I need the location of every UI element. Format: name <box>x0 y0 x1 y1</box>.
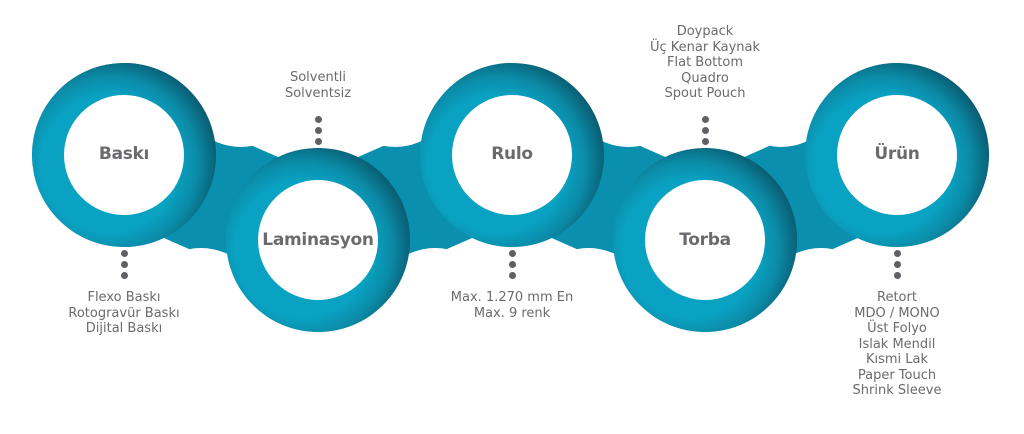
info-item: Kısmi Lak <box>865 352 929 367</box>
connector-cutout <box>566 23 691 147</box>
info-item: Spout Pouch <box>664 86 746 101</box>
node-label-rulo: Rulo <box>491 144 533 164</box>
ring-inner-laminasyon <box>258 180 378 300</box>
ring-inner-torba <box>645 180 765 300</box>
connector-cutout <box>526 248 651 372</box>
info-item: Islak Mendil <box>858 336 936 352</box>
connector-cutout <box>719 23 843 147</box>
info-item: Max. 9 renk <box>473 305 551 321</box>
connector-cutout <box>333 23 457 147</box>
info-item: Shrink Sleeve <box>852 383 942 398</box>
dots-connector-urun <box>893 250 901 283</box>
info-list-laminasyon: Solventli Solventsiz <box>208 70 428 101</box>
node-label-torba: Torba <box>679 230 731 250</box>
info-item: Rotogravür Baskı <box>68 305 180 321</box>
node-label-laminasyon: Laminasyon <box>262 230 374 250</box>
dots-connector-rulo <box>508 250 516 283</box>
info-item: Quadro <box>681 70 729 86</box>
ring-inner-urun <box>837 95 957 215</box>
info-item: Flexo Baskı <box>87 290 161 305</box>
dots-connector-laminasyon <box>314 116 322 149</box>
info-list-baski: Flexo Baskı Rotogravür Baskı Dijital Bas… <box>14 290 234 337</box>
connector-cutout <box>759 248 883 372</box>
info-item: MDO / MONO <box>854 305 940 321</box>
info-list-torba: Doypack Üç Kenar Kaynak Flat Bottom Quad… <box>595 24 815 102</box>
info-item: Max. 1.270 mm En <box>450 290 574 305</box>
info-item: Dijital Baskı <box>85 321 163 336</box>
dots-connector-torba <box>701 116 709 149</box>
ring-inner-baski <box>64 95 184 215</box>
info-item: Solventsiz <box>284 85 352 101</box>
info-item: Doypack <box>676 24 734 39</box>
info-list-rulo: Max. 1.270 mm En Max. 9 renk <box>402 290 622 321</box>
info-item: Üst Folyo <box>867 321 927 336</box>
rings <box>32 23 989 372</box>
node-label-baski: Baskı <box>98 144 150 164</box>
info-item: Solventli <box>289 70 347 85</box>
info-item: Üç Kenar Kaynak <box>649 39 761 55</box>
connector-cutout <box>179 23 303 147</box>
info-item: Flat Bottom <box>667 55 743 70</box>
connector-cutout <box>373 248 497 372</box>
dots-connector-baski <box>120 250 128 283</box>
node-label-urun: Ürün <box>874 144 920 164</box>
info-item: Paper Touch <box>857 367 937 383</box>
info-item: Retort <box>877 290 917 305</box>
connector-cutout <box>139 248 263 372</box>
info-list-urun: Retort MDO / MONO Üst Folyo Islak Mendil… <box>787 290 1007 399</box>
ring-inner-rulo <box>452 95 572 215</box>
